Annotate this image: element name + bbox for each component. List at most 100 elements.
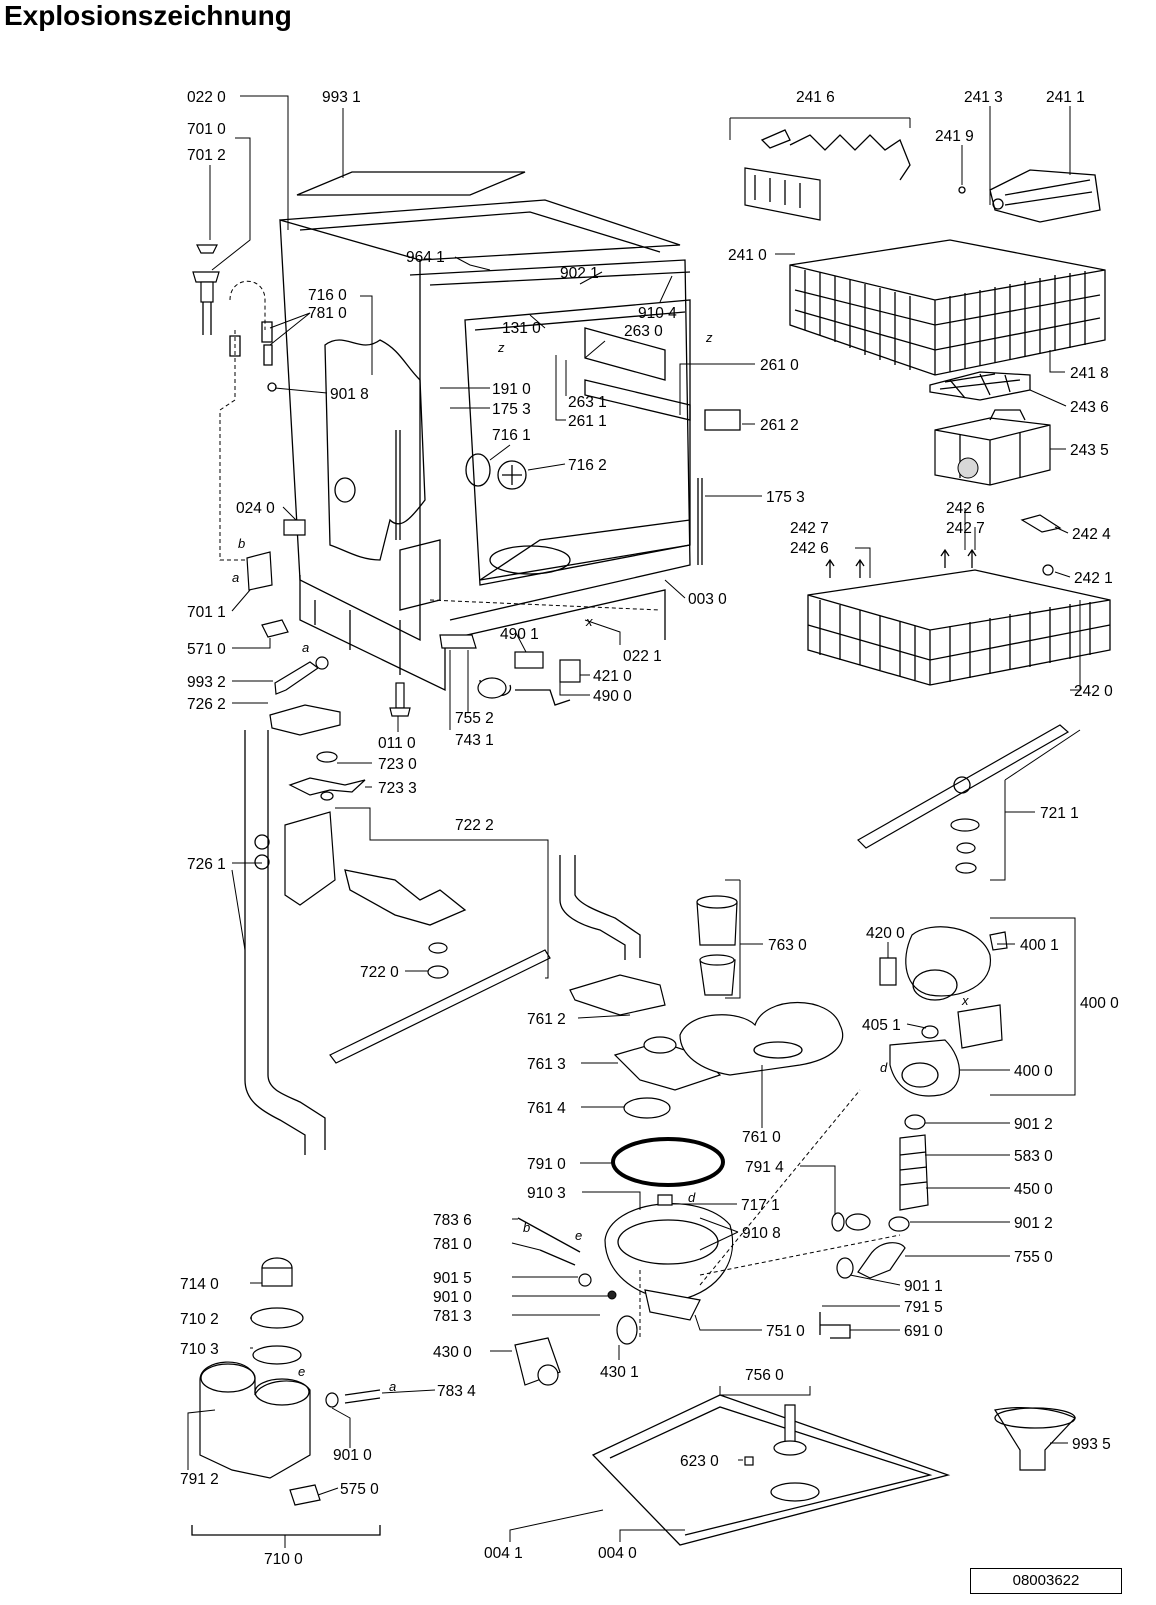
part-label: 993 5	[1072, 1436, 1111, 1453]
part-label: 420 0	[866, 925, 905, 942]
part-label: 242 6	[946, 500, 985, 517]
part-label: 490 0	[593, 688, 632, 705]
part-label: 400 1	[1020, 937, 1059, 954]
part-label: 430 0	[433, 1344, 472, 1361]
letter-x: x	[961, 993, 969, 1008]
letter-e: e	[575, 1228, 582, 1243]
part-label: 791 2	[180, 1471, 219, 1488]
part-label: 717 1	[741, 1197, 780, 1214]
part-label: 241 3	[964, 89, 1003, 106]
part-label: 243 6	[1070, 399, 1109, 416]
part-label: 400 0	[1014, 1063, 1053, 1080]
part-label: 783 4	[437, 1383, 476, 1400]
part-label: 901 5	[433, 1270, 472, 1287]
part-label: 783 6	[433, 1212, 472, 1229]
letter-a: a	[302, 640, 309, 655]
part-label: 242 1	[1074, 570, 1113, 587]
part-label: 781 3	[433, 1308, 472, 1325]
part-label: 022 1	[623, 648, 662, 665]
letter-markers: b a a z z x x d d e b e a	[232, 330, 969, 1394]
part-label: 623 0	[680, 1453, 719, 1470]
part-label: 575 0	[340, 1481, 379, 1498]
part-label: 710 0	[264, 1551, 303, 1568]
part-label: 910 8	[742, 1225, 781, 1242]
part-label: 901 8	[330, 386, 369, 403]
part-label: 716 1	[492, 427, 531, 444]
part-label: 241 8	[1070, 365, 1109, 382]
part-label: 022 0	[187, 89, 226, 106]
letter-b: b	[238, 536, 245, 551]
part-label: 261 0	[760, 357, 799, 374]
letter-d: d	[688, 1190, 696, 1205]
part-label: 241 9	[935, 128, 974, 145]
part-label: 003 0	[688, 591, 727, 608]
part-label: 781 0	[433, 1236, 472, 1253]
leader-lines	[187, 95, 1081, 1548]
part-label: 405 1	[862, 1017, 901, 1034]
part-label: 261 2	[760, 417, 799, 434]
part-label: 791 5	[904, 1299, 943, 1316]
page-title: Explosionszeichnung	[4, 0, 292, 31]
part-label: 241 0	[728, 247, 767, 264]
part-label: 400 0	[1080, 995, 1119, 1012]
part-label: 993 2	[187, 674, 226, 691]
part-label: 901 2	[1014, 1215, 1053, 1232]
part-drawings	[191, 129, 1111, 1546]
part-label: 243 5	[1070, 442, 1109, 459]
part-label: 701 2	[187, 147, 226, 164]
part-label: 571 0	[187, 641, 226, 658]
part-label: 910 3	[527, 1185, 566, 1202]
document-number: 08003622	[970, 1568, 1122, 1594]
part-label: 722 0	[360, 964, 399, 981]
part-label: 242 0	[1074, 683, 1113, 700]
part-label: 701 0	[187, 121, 226, 138]
part-label: 743 1	[455, 732, 494, 749]
part-label: 755 2	[455, 710, 494, 727]
letter-d: d	[880, 1060, 888, 1075]
part-label: 791 0	[527, 1156, 566, 1173]
letter-a: a	[232, 570, 239, 585]
part-label: 723 3	[378, 780, 417, 797]
part-label: 242 7	[790, 520, 829, 537]
part-label: 024 0	[236, 500, 275, 517]
part-label: 242 7	[946, 520, 985, 537]
letter-a: a	[389, 1379, 396, 1394]
part-label: 421 0	[593, 668, 632, 685]
part-label: 761 3	[527, 1056, 566, 1073]
letter-b: b	[523, 1220, 530, 1235]
part-label: 761 2	[527, 1011, 566, 1028]
part-label: 175 3	[492, 401, 531, 418]
part-label: 430 1	[600, 1364, 639, 1381]
part-label: 716 2	[568, 457, 607, 474]
part-label: 004 0	[598, 1545, 637, 1562]
letter-z: z	[497, 340, 505, 355]
part-label: 011 0	[378, 735, 416, 752]
part-label: 901 0	[333, 1447, 372, 1464]
part-label: 241 6	[796, 89, 835, 106]
part-label: 583 0	[1014, 1148, 1053, 1165]
part-label: 763 0	[768, 937, 807, 954]
part-label: 751 0	[766, 1323, 805, 1340]
part-label: 716 0	[308, 287, 347, 304]
part-label: 721 1	[1040, 805, 1079, 822]
part-label: 490 1	[500, 626, 539, 643]
part-label: 901 1	[904, 1278, 943, 1295]
part-label: 722 2	[455, 817, 494, 834]
part-label: 756 0	[745, 1367, 784, 1384]
part-label: 175 3	[766, 489, 805, 506]
part-label: 726 1	[187, 856, 226, 873]
part-label: 242 6	[790, 540, 829, 557]
part-label: 261 1	[568, 413, 607, 430]
part-label: 263 1	[568, 394, 607, 411]
part-label: 964 1	[406, 249, 445, 266]
part-label: 701 1	[187, 604, 226, 621]
part-label: 710 2	[180, 1311, 219, 1328]
part-label: 691 0	[904, 1323, 943, 1340]
part-label: 714 0	[180, 1276, 219, 1293]
part-label: 710 3	[180, 1341, 219, 1358]
part-label: 131 0	[502, 320, 541, 337]
part-label: 450 0	[1014, 1181, 1053, 1198]
part-label: 791 4	[745, 1159, 784, 1176]
part-label: 993 1	[322, 89, 361, 106]
